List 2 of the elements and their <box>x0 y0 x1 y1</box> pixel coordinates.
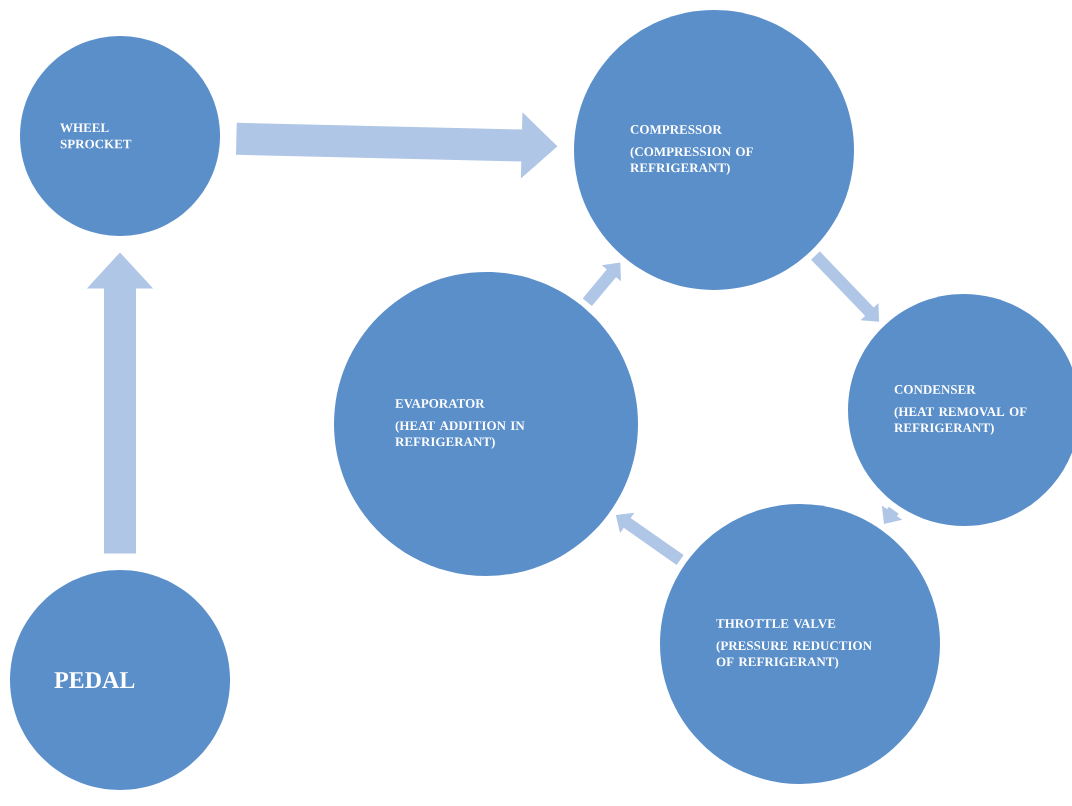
arrow <box>582 262 621 307</box>
arrow <box>811 251 880 322</box>
